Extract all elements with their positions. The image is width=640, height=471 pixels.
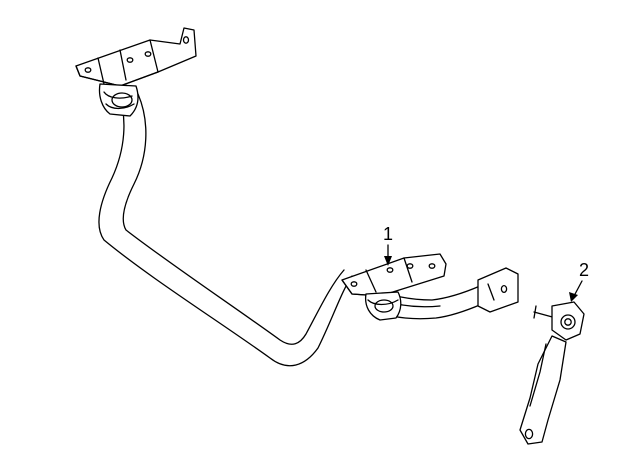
callout-1: 1 (383, 224, 393, 266)
callout-1-arrowhead (384, 256, 392, 266)
callout-2-arrowhead (569, 292, 578, 302)
stabilizer-bar (98, 91, 519, 367)
callout-2: 2 (569, 260, 589, 302)
left-bushing-bracket (75, 27, 197, 117)
stabilizer-link (519, 301, 585, 445)
right-bushing-bracket (341, 253, 447, 321)
callout-2-label: 2 (579, 260, 589, 280)
callout-1-label: 1 (383, 224, 393, 244)
